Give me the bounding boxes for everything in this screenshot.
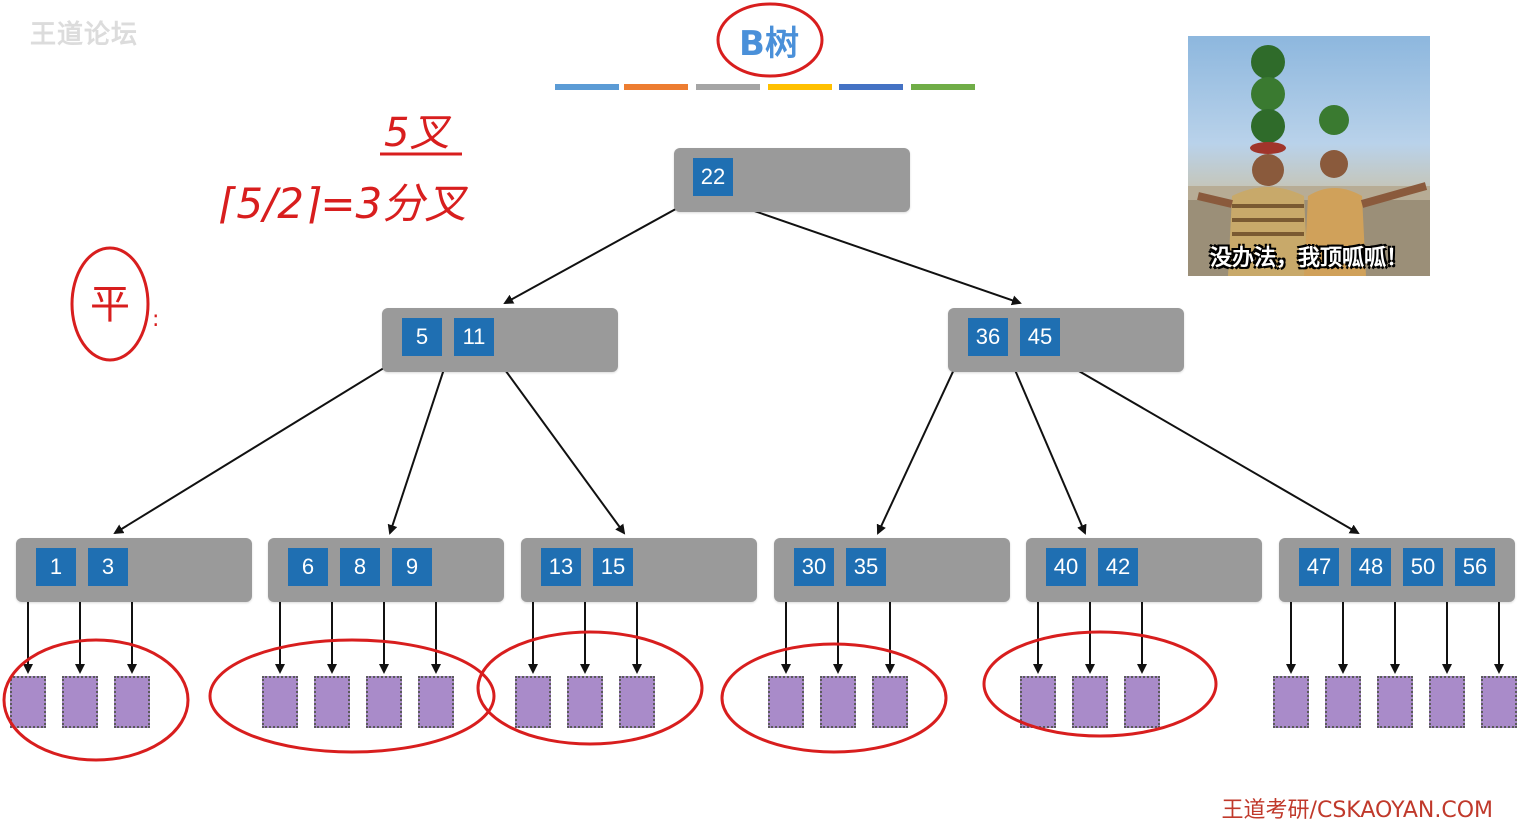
meme-caption: 没办法，我顶呱呱！ xyxy=(1209,246,1408,271)
btree-node: 40 42 xyxy=(1026,538,1262,602)
child-pointer-arrow xyxy=(1011,362,1087,535)
btree-key: 3 xyxy=(88,548,128,586)
child-pointer-arrow xyxy=(876,362,958,535)
title-circle xyxy=(716,2,824,78)
btree-key: 11 xyxy=(454,318,494,356)
leaf-node xyxy=(1273,676,1309,728)
btree-key: 9 xyxy=(392,548,432,586)
leaf-node xyxy=(1072,676,1108,728)
btree-key: 15 xyxy=(593,548,633,586)
leaf-group-circle-1 xyxy=(2,638,190,762)
child-pointer-arrow xyxy=(503,204,684,304)
color-stripe xyxy=(839,84,903,90)
color-stripe xyxy=(696,84,760,90)
btree-key: 35 xyxy=(846,548,886,586)
btree-key: 45 xyxy=(1020,318,1060,356)
leaf-group-circle-2 xyxy=(208,638,496,754)
btree-key: 50 xyxy=(1403,548,1443,586)
leaf-node xyxy=(418,676,454,728)
handwritten-colon: : xyxy=(152,307,159,332)
btree-key: 13 xyxy=(541,548,581,586)
color-stripe xyxy=(624,84,688,90)
btree-key: 22 xyxy=(693,158,733,196)
child-pointer-arrow xyxy=(499,362,626,535)
btree-key: 40 xyxy=(1046,548,1086,586)
btree-key: 56 xyxy=(1455,548,1495,586)
leaf-node xyxy=(1377,676,1413,728)
leaf-node xyxy=(114,676,150,728)
color-stripe xyxy=(768,84,832,90)
leaf-group-circle-3 xyxy=(476,630,704,746)
leaf-node xyxy=(1481,676,1517,728)
child-pointer-arrow xyxy=(1064,362,1360,535)
btree-key: 30 xyxy=(794,548,834,586)
color-stripe xyxy=(555,84,619,90)
leaf-node xyxy=(619,676,655,728)
slide-title: B树 xyxy=(739,24,799,64)
leaf-node xyxy=(1325,676,1361,728)
leaf-node xyxy=(515,676,551,728)
leaf-node xyxy=(1429,676,1465,728)
leaf-node xyxy=(314,676,350,728)
btree-key: 36 xyxy=(968,318,1008,356)
leaf-group-circle-5 xyxy=(982,630,1218,738)
handwritten-circled-char: 平 xyxy=(90,282,130,328)
btree-key: 1 xyxy=(36,548,76,586)
watermark-logo: 王道论坛 xyxy=(30,20,139,50)
child-pointer-arrow xyxy=(113,362,393,535)
btree-node: 47 48 50 56 xyxy=(1279,538,1515,602)
leaf-node xyxy=(567,676,603,728)
leaf-node xyxy=(1124,676,1160,728)
meme-illustration xyxy=(1188,45,1430,276)
leaf-node xyxy=(1020,676,1056,728)
btree-key: 47 xyxy=(1299,548,1339,586)
leaf-node xyxy=(872,676,908,728)
handwritten-ceil-formula: ⌈5/2⌉=3分叉 xyxy=(220,179,468,228)
leaf-node xyxy=(768,676,804,728)
btree-node: 22 xyxy=(674,148,910,212)
leaf-node xyxy=(262,676,298,728)
btree-key: 8 xyxy=(340,548,380,586)
color-stripe xyxy=(911,84,975,90)
leaf-node xyxy=(10,676,46,728)
btree-key: 5 xyxy=(402,318,442,356)
leaf-group-circle-4 xyxy=(720,642,948,754)
btree-key: 48 xyxy=(1351,548,1391,586)
footer-brand: 王道考研/CSKAOYAN.COM xyxy=(1221,798,1493,823)
btree-node: 30 35 xyxy=(774,538,1010,602)
meme-image: 没办法，我顶呱呱！ xyxy=(1188,36,1430,276)
leaf-node xyxy=(62,676,98,728)
child-pointer-arrow xyxy=(736,204,1022,306)
btree-node: 5 11 xyxy=(382,308,618,372)
btree-key: 6 xyxy=(288,548,328,586)
leaf-node xyxy=(366,676,402,728)
btree-key: 42 xyxy=(1098,548,1138,586)
child-pointer-arrow xyxy=(387,362,447,535)
handwritten-5-branch: 5叉 xyxy=(384,110,451,156)
handwritten-circle xyxy=(70,246,150,362)
btree-node: 36 45 xyxy=(948,308,1184,372)
leaf-node xyxy=(820,676,856,728)
btree-node: 13 15 xyxy=(521,538,757,602)
